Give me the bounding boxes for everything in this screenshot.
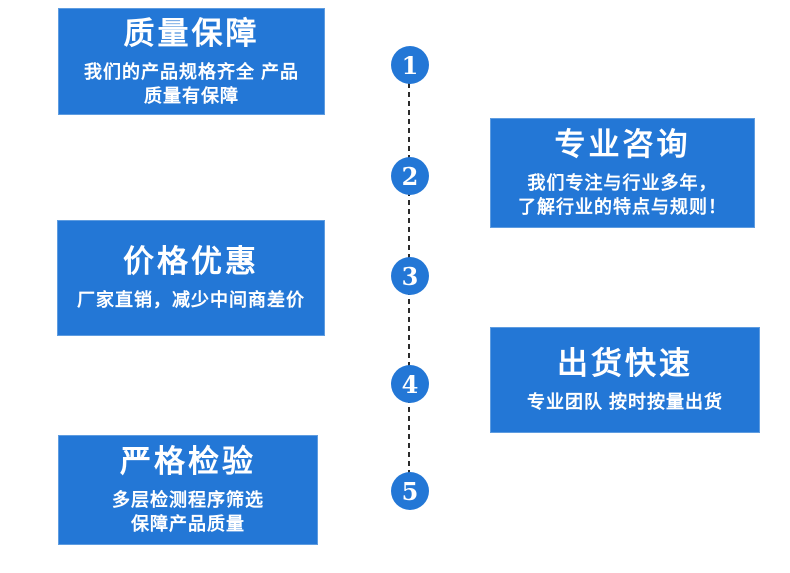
feature-title: 出货快速	[557, 346, 693, 382]
step-number-2: 2	[401, 161, 419, 191]
step-circle-3: 3	[391, 257, 429, 295]
feature-title: 专业咨询	[554, 127, 691, 163]
feature-box-quality-assurance: 质量保障 我们的产品规格齐全 产品 质量有保障	[58, 8, 325, 115]
feature-description: 我们专注与行业多年， 了解行业的特点与规则！	[518, 173, 727, 218]
step-number-5: 5	[401, 476, 419, 506]
feature-title: 质量保障	[123, 15, 260, 51]
step-number-4: 4	[401, 369, 419, 399]
step-number-3: 3	[401, 261, 419, 291]
feature-box-strict-inspection: 严格检验 多层检测程序筛选 保障产品质量	[58, 435, 318, 545]
feature-box-fast-shipping: 出货快速 专业团队 按时按量出货	[490, 327, 760, 433]
feature-box-favorable-price: 价格优惠 厂家直销，减少中间商差价	[57, 220, 325, 336]
feature-description: 多层检测程序筛选 保障产品质量	[112, 490, 264, 535]
feature-title: 价格优惠	[123, 244, 259, 280]
step-circle-5: 5	[391, 472, 429, 510]
step-circle-1: 1	[391, 46, 429, 84]
step-number-1: 1	[401, 50, 419, 80]
step-circle-4: 4	[391, 365, 429, 403]
feature-description: 我们的产品规格齐全 产品 质量有保障	[84, 61, 299, 106]
feature-box-professional-consulting: 专业咨询 我们专注与行业多年， 了解行业的特点与规则！	[490, 118, 755, 228]
feature-title: 严格检验	[120, 444, 256, 480]
feature-description: 专业团队 按时按量出货	[527, 392, 723, 413]
step-circle-2: 2	[391, 157, 429, 195]
feature-description: 厂家直销，减少中间商差价	[77, 290, 305, 311]
